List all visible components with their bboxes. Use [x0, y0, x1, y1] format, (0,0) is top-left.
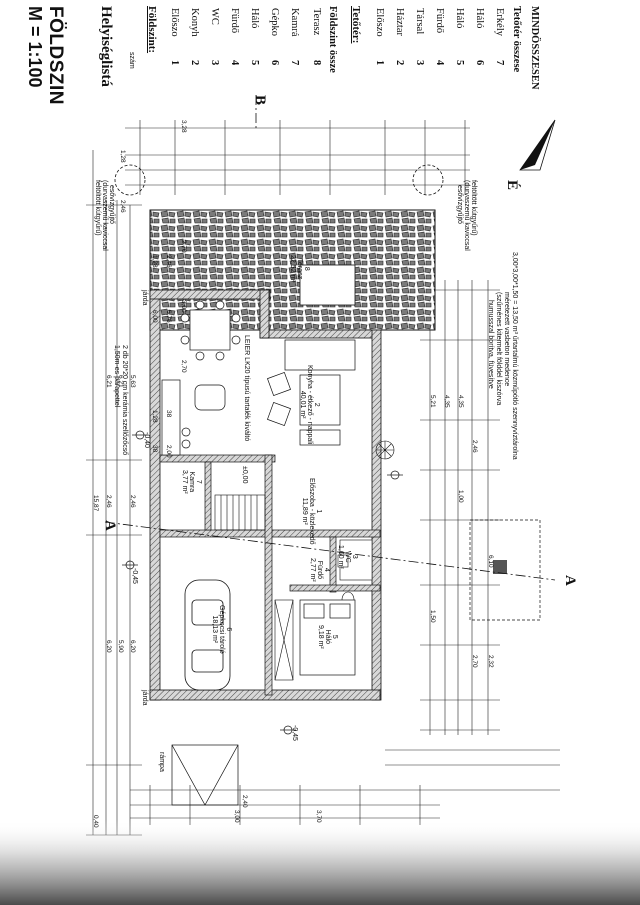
bedroom-bed	[299, 599, 356, 676]
interior-walls	[159, 454, 381, 696]
garage-car	[184, 579, 231, 691]
scan-shadow	[0, 820, 640, 905]
right-dimension-lines	[420, 280, 500, 735]
left-dimension-lines	[86, 150, 142, 836]
garage-ramp	[171, 744, 239, 806]
north-arrow	[519, 119, 556, 171]
bathroom-fixtures	[337, 539, 373, 609]
section-lines	[104, 95, 556, 581]
bottom-dimension-lines	[130, 749, 560, 825]
staircase	[214, 494, 266, 531]
rainwater-wells	[114, 164, 444, 196]
living-sofa	[267, 339, 356, 446]
septic-tank	[469, 519, 541, 621]
dining-table	[180, 300, 241, 361]
top-dimension-lines	[125, 120, 470, 195]
terrace-furniture	[299, 264, 356, 306]
tank-lid	[493, 560, 507, 574]
kitchen-counter	[161, 379, 226, 456]
level-markers	[122, 430, 403, 735]
wardrobe	[274, 599, 294, 681]
tree-symbol	[375, 440, 395, 460]
